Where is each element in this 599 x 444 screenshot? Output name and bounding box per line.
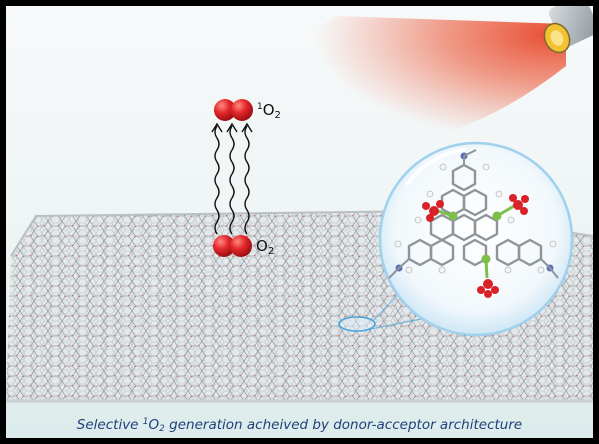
label-subscript: 2 (267, 246, 275, 257)
oxygen-molecule-icon (214, 99, 253, 121)
caption-superscript: 1 (142, 417, 149, 427)
wavy-arrow-icon (211, 122, 253, 235)
label-element: O (256, 237, 268, 255)
lamp-icon (543, 6, 593, 54)
label-subscript: 2 (274, 110, 281, 121)
illustration-panel: 1O2 O2 Selective 1O2 generation acheived… (6, 6, 593, 438)
oxygen-molecule-icon (213, 235, 252, 257)
triplet-oxygen-label: O2 (256, 239, 274, 257)
label-element: O (262, 101, 275, 119)
caption-element: O (148, 417, 160, 433)
magnifier-bubble-icon (378, 141, 574, 337)
light-beam (286, 16, 566, 142)
scene-drawing (6, 6, 593, 403)
label-superscript: 1 (257, 102, 263, 112)
caption-prefix: Selective (76, 417, 143, 433)
caption-subscript: 2 (159, 424, 165, 434)
singlet-oxygen-label: 1O2 (257, 103, 281, 121)
caption: Selective 1O2 generation acheived by don… (6, 411, 593, 438)
caption-suffix: generation acheived by donor-acceptor ar… (164, 417, 523, 433)
